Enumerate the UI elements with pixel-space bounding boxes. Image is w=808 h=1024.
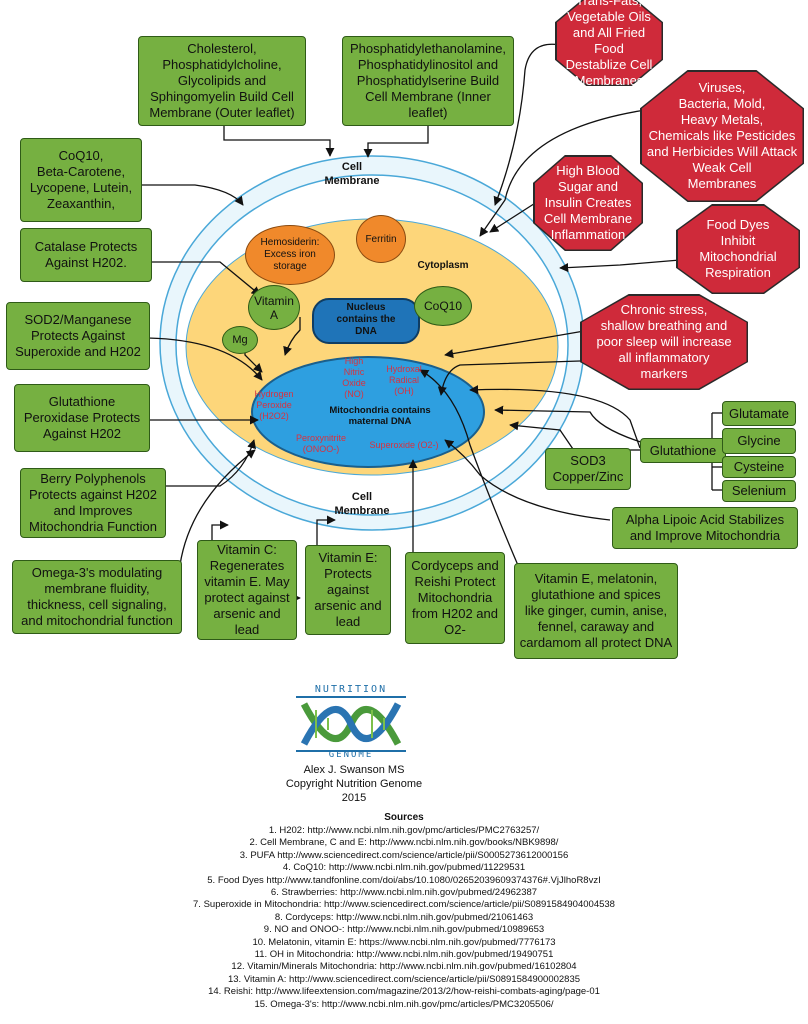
glutathione-peroxidase-box: Glutathione Peroxidase Protects Against … <box>14 384 150 452</box>
trans-fats-octagon: Trans-Fats, Vegetable Oils and All Fried… <box>555 0 663 88</box>
source-item: 15. Omega-3's: http://www.ncbi.nlm.nih.g… <box>254 998 554 1010</box>
source-item: 10. Melatonin, vitamin E: https://www.nc… <box>252 936 556 948</box>
source-item: 2. Cell Membrane, C and E: http://www.nc… <box>249 837 559 849</box>
cell-membrane-top-label: Cell Membrane <box>324 161 380 187</box>
source-item: 7. Superoxide in Mitochondria: http://ww… <box>193 899 615 911</box>
superoxide-label: Superoxide (O2-) <box>369 440 439 450</box>
coq10-organelle: CoQ10 <box>414 286 472 326</box>
vitamin-e-box: Vitamin E: Protects against arsenic and … <box>305 545 391 635</box>
source-item: 5. Food Dyes http://www.tandfonline.com/… <box>207 874 601 886</box>
vitamin-c-box: Vitamin C: Regenerates vitamin E. May pr… <box>197 540 297 640</box>
source-item: 1. H202: http://www.ncbi.nlm.nih.gov/pmc… <box>268 825 540 836</box>
cell-membrane-bottom-label: Cell Membrane <box>334 491 390 517</box>
source-item: 12. Vitamin/Minerals Mitochondria: http:… <box>231 961 577 973</box>
phosphatidyl-box: Phosphatidylethanolamine, Phosphatidylin… <box>342 36 514 126</box>
nucleus <box>312 298 420 344</box>
sod3-box: SOD3 Copper/Zinc <box>545 448 631 490</box>
nucleus-label: Nucleus contains the DNA <box>336 302 396 337</box>
glutamate-box: Glutamate <box>722 401 796 426</box>
hydrogen-peroxide-label: Hydrogen Peroxide (H2O2) <box>254 389 294 421</box>
sod2-box: SOD2/Manganese Protects Against Superoxi… <box>6 302 150 370</box>
vitamin-a-organelle: Vitamin A <box>248 285 300 330</box>
ferritin-organelle: Ferritin <box>356 215 406 263</box>
nutrition-genome-logo: NUTRITION GENOME <box>296 684 406 762</box>
source-item: 14. Reishi: http://www.lifeextension.com… <box>208 986 600 998</box>
viruses-octagon: Viruses, Bacteria, Mold, Heavy Metals, C… <box>640 70 804 202</box>
chronic-stress-octagon: Chronic stress, shallow breathing and po… <box>580 294 748 390</box>
selenium-box: Selenium <box>722 480 796 502</box>
mg-organelle: Mg <box>222 326 258 354</box>
food-dyes-octagon: Food Dyes Inhibit Mitochondrial Respirat… <box>676 204 800 294</box>
hemosiderin-organelle: Hemosiderin: Excess iron storage <box>245 225 335 285</box>
glycine-box: Glycine <box>722 428 796 454</box>
alpha-lipoic-box: Alpha Lipoic Acid Stabilizes and Improve… <box>612 507 798 549</box>
dna-helix-icon <box>296 696 406 752</box>
glutathione-box: Glutathione <box>640 438 726 463</box>
source-item: 11. OH in Mitochondria: http://www.ncbi.… <box>254 949 554 960</box>
high-nitric-oxide-label: High Nitric Oxide (NO) <box>342 356 366 399</box>
source-item: 6. Strawberries: http://www.ncbi.nlm.nih… <box>270 887 538 898</box>
sources-heading: Sources <box>384 812 424 823</box>
source-item: 8. Cordyceps: http://www.ncbi.nlm.nih.go… <box>274 911 534 923</box>
cysteine-box: Cysteine <box>722 456 796 478</box>
hydroxal-radical-label: Hydroxal Radical (OH) <box>386 364 422 396</box>
source-item: 13. Vitamin A: http://www.sciencedirect.… <box>227 973 581 985</box>
source-item: 3. PUFA http://www.sciencedirect.com/sci… <box>239 849 569 861</box>
omega3-box: Omega-3's modulating membrane fluidity, … <box>12 560 182 634</box>
source-item: 4. CoQ10: http://www.ncbi.nlm.nih.gov/pu… <box>282 862 526 874</box>
coq10-carotene-box: CoQ10, Beta-Carotene, Lycopene, Lutein, … <box>20 138 142 222</box>
cholesterol-box: Cholesterol, Phosphatidylcholine, Glycol… <box>138 36 306 126</box>
credit-author: Alex J. Swanson MS <box>303 764 405 776</box>
credit-year: 2015 <box>341 792 367 804</box>
cordyceps-box: Cordyceps and Reishi Protect Mitochondri… <box>405 552 505 644</box>
cytoplasm-label: Cytoplasm <box>417 260 469 271</box>
peroxynitrite-label: Peroxynitrite (ONOO-) <box>295 433 347 454</box>
source-item: 9. NO and ONOO-: http://www.ncbi.nlm.nih… <box>263 924 545 936</box>
blood-sugar-octagon: High Blood Sugar and Insulin Creates Cel… <box>533 155 643 251</box>
mitochondria-title: Mitochondria contains maternal DNA <box>329 405 431 427</box>
vitamin-e-melatonin-box: Vitamin E, melatonin, glutathione and sp… <box>514 563 678 659</box>
credit-copyright: Copyright Nutrition Genome <box>285 778 423 790</box>
berry-polyphenols-box: Berry Polyphenols Protects against H202 … <box>20 468 166 538</box>
catalase-box: Catalase Protects Against H202. <box>20 228 152 282</box>
mitochondria <box>251 356 485 468</box>
